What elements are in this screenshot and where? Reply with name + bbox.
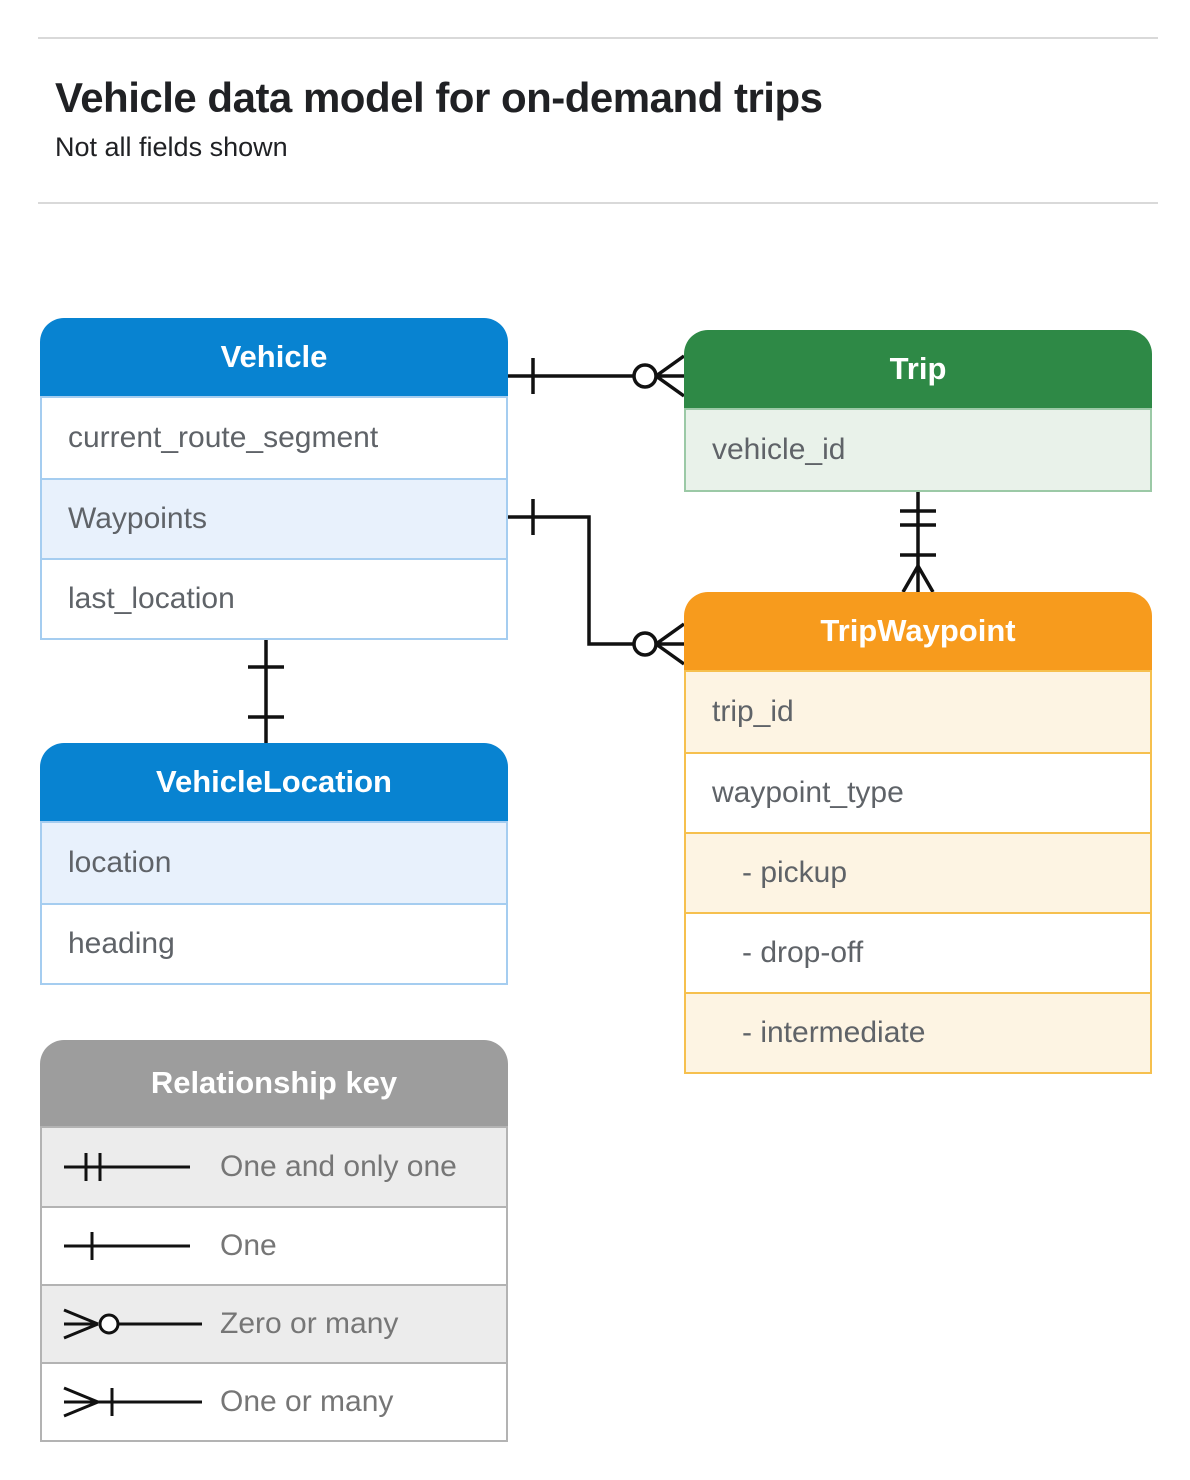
enum-value-label: - drop-off [742, 936, 864, 969]
page-subtitle: Not all fields shown [55, 132, 288, 162]
header-divider [38, 202, 1158, 204]
field-label: vehicle_id [712, 433, 846, 466]
vehicle-table-header: Vehicle [40, 318, 508, 396]
vehiclelocation-table-header: VehicleLocation [40, 743, 508, 821]
table-row: last_location [42, 558, 506, 638]
trip-table-body: vehicle_id [684, 408, 1152, 492]
connector-vehicle-waypoints-tripwaypoint [508, 499, 686, 666]
table-row: location [42, 823, 506, 903]
trip-table-header: Trip [684, 330, 1152, 408]
table-row: - pickup [686, 832, 1150, 912]
one-and-only-one-icon [64, 1153, 190, 1181]
connector-trip-tripwaypoint [900, 490, 936, 593]
vehicle-table-title: Vehicle [220, 339, 328, 374]
relationship-key-title: Relationship key [150, 1065, 398, 1100]
vehicle-table-body: current_route_segment Waypoints last_loc… [40, 396, 508, 640]
table-row: heading [42, 903, 506, 983]
page-title: Vehicle data model for on-demand trips [55, 74, 823, 121]
connector-vehicle-vehiclelocation [248, 635, 284, 743]
field-label: waypoint_type [712, 776, 904, 809]
legend-label: One [220, 1229, 277, 1262]
vehiclelocation-table-body: location heading [40, 821, 508, 985]
top-divider [38, 37, 1158, 39]
relationship-key: Relationship key One and only one One [40, 1040, 508, 1442]
legend-row: One or many [42, 1362, 506, 1440]
table-row: current_route_segment [42, 398, 506, 478]
field-label: heading [68, 927, 175, 960]
legend-label: One or many [220, 1385, 394, 1418]
tripwaypoint-table-header: TripWaypoint [684, 592, 1152, 670]
relationship-key-body: One and only one One Zero or many [40, 1126, 508, 1442]
tripwaypoint-table: TripWaypoint trip_id waypoint_type - pic… [684, 592, 1152, 1074]
table-row: - intermediate [686, 992, 1150, 1072]
field-label: location [68, 846, 172, 879]
vehiclelocation-table-title: VehicleLocation [155, 764, 392, 799]
legend-label: Zero or many [220, 1307, 399, 1340]
enum-value-label: - pickup [742, 856, 848, 889]
legend-row: Zero or many [42, 1284, 506, 1362]
field-label: Waypoints [68, 502, 207, 535]
legend-row: One [42, 1206, 506, 1284]
field-label: last_location [68, 582, 235, 615]
connector-vehicle-trip [508, 354, 686, 398]
one-icon [64, 1232, 190, 1260]
table-row: vehicle_id [686, 410, 1150, 490]
vehicle-table: Vehicle current_route_segment Waypoints … [40, 318, 508, 640]
table-row: trip_id [686, 672, 1150, 752]
relationship-key-header: Relationship key [40, 1040, 508, 1126]
field-label: trip_id [712, 695, 794, 728]
tripwaypoint-table-body: trip_id waypoint_type - pickup - drop-of… [684, 670, 1152, 1074]
table-row: waypoint_type [686, 752, 1150, 832]
field-label: current_route_segment [68, 421, 379, 454]
table-row: Waypoints [42, 478, 506, 558]
legend-label: One and only one [220, 1150, 457, 1183]
zero-or-many-icon [63, 1308, 202, 1340]
tripwaypoint-table-title: TripWaypoint [820, 613, 1016, 648]
trip-table-title: Trip [889, 351, 947, 386]
table-row: - drop-off [686, 912, 1150, 992]
enum-value-label: - intermediate [742, 1016, 926, 1049]
vehiclelocation-table: VehicleLocation location heading [40, 743, 508, 985]
trip-table: Trip vehicle_id [684, 330, 1152, 492]
legend-row: One and only one [42, 1128, 506, 1206]
one-or-many-icon [63, 1386, 202, 1418]
